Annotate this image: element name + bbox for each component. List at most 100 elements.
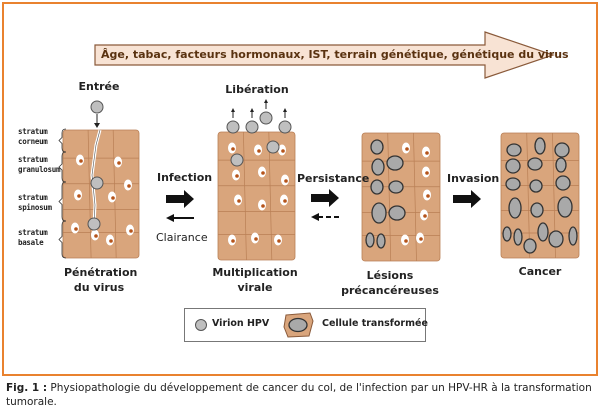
cell-border: [268, 131, 273, 261]
virion-icon: [90, 176, 104, 190]
stratum-spinosum-line1: stratum: [18, 193, 48, 202]
stage-lesions-label-2: précancéreuses: [341, 284, 439, 297]
legend-transformed-cell-label: Cellule transformée: [322, 318, 428, 329]
transformed-nucleus: [527, 157, 543, 171]
figure-caption: Fig. 1 : Physiopathologie du développeme…: [6, 381, 596, 409]
virion-icon: [195, 319, 207, 331]
cell-nucleus: [426, 194, 430, 198]
tissue-lesions: [361, 132, 441, 262]
clairance-arrow-head: [166, 214, 174, 222]
stratum-granulosum-line2: granulosum: [18, 165, 61, 174]
stratum-basale-line1: stratum: [18, 228, 48, 237]
stage-release-label: Libération: [225, 83, 289, 96]
release-arrowhead: [250, 108, 254, 112]
cell-border: [387, 132, 392, 262]
transformed-nucleus: [530, 202, 544, 218]
transformed-nucleus: [505, 158, 521, 174]
invasion-arrow: [453, 190, 481, 208]
figure-frame: [2, 2, 598, 376]
virion-icon: [230, 153, 244, 167]
transformed-nucleus: [555, 175, 571, 191]
virion-icon: [259, 111, 273, 125]
clairance-label: Clairance: [156, 231, 208, 244]
cell-nucleus: [94, 234, 98, 238]
cell-nucleus: [257, 149, 261, 153]
release-arrowhead: [283, 108, 287, 112]
cell-nucleus: [261, 171, 265, 175]
stratum-brace: [58, 181, 67, 222]
cell-nucleus: [425, 151, 429, 155]
cell-nucleus: [74, 227, 78, 231]
cell-nucleus: [423, 214, 427, 218]
cell-border: [526, 132, 531, 259]
penetration-path-outline: [91, 129, 101, 226]
caption-prefix: Fig. 1 :: [6, 382, 48, 394]
transformed-nucleus: [386, 155, 404, 171]
cell-nucleus: [117, 161, 121, 165]
infection-label: Infection: [157, 171, 213, 184]
virion-icon: [90, 100, 104, 114]
cell-nucleus: [284, 179, 288, 183]
stratum-spinosum-label: stratum spinosum: [18, 193, 52, 213]
cell-nucleus: [77, 194, 81, 198]
stage-penetration-label-1: Pénétration: [64, 266, 138, 279]
transformed-nucleus: [502, 226, 512, 242]
transformed-nucleus: [523, 238, 537, 254]
transformed-nucleus: [568, 226, 578, 246]
transformed-nucleus: [506, 143, 522, 157]
stage-entry-label: Entrée: [78, 80, 120, 93]
transformed-cell-icon: [283, 312, 314, 338]
cell-nucleus: [231, 147, 235, 151]
transformed-nucleus: [548, 230, 564, 248]
stratum-brace: [58, 220, 67, 259]
cell-nucleus: [281, 149, 285, 153]
persistance-back-arrow-head: [311, 213, 319, 221]
tissue-penetration: [62, 129, 140, 259]
transformed-nucleus: [370, 139, 384, 155]
cell-nucleus: [79, 159, 83, 163]
invasion-label: Invasion: [447, 172, 500, 185]
transformed-nucleus: [555, 157, 567, 173]
cell-nucleus: [405, 147, 409, 151]
virion-icon: [87, 217, 101, 231]
tissue-cancer: [500, 132, 580, 259]
cell-nucleus: [129, 229, 133, 233]
cell-nucleus: [425, 171, 429, 175]
transformed-nucleus: [388, 205, 406, 221]
stratum-corneum-line1: stratum: [18, 127, 48, 136]
persistance-arrow: [311, 189, 339, 207]
transformed-nucleus: [371, 202, 387, 224]
cell-nucleus: [127, 184, 131, 188]
tissue-multiplication: [217, 131, 296, 261]
stratum-corneum-line2: corneum: [18, 137, 48, 146]
stratum-spinosum-line2: spinosum: [18, 203, 52, 212]
stratum-corneum-label: stratum corneum: [18, 127, 48, 147]
stage-multiplication-label-1: Multiplication: [212, 266, 298, 279]
transformed-nucleus: [371, 158, 385, 176]
stratum-basale-label: stratum basale: [18, 228, 48, 248]
stage-lesions-label-1: Lésions: [366, 269, 414, 282]
transformed-nucleus: [513, 228, 523, 246]
transformed-nucleus: [505, 177, 521, 191]
stratum-granulosum-label: stratum granulosum: [18, 155, 60, 175]
cell-border: [87, 129, 92, 259]
stratum-brace: [58, 151, 67, 183]
transformed-nucleus: [365, 232, 375, 248]
transformed-nucleus: [376, 233, 386, 249]
cell-border: [413, 132, 417, 262]
cell-nucleus: [109, 239, 113, 243]
stratum-basale-line2: basale: [18, 238, 44, 247]
stage-cancer-label: Cancer: [518, 265, 562, 278]
transformed-nucleus: [388, 180, 404, 194]
virion-icon: [266, 140, 280, 154]
cell-nucleus: [235, 174, 239, 178]
stratum-brace: [58, 128, 67, 153]
cell-nucleus: [404, 239, 408, 243]
transformed-nucleus: [557, 196, 573, 218]
cell-nucleus: [261, 204, 265, 208]
legend: Virion HPV Cellule transformée: [184, 308, 428, 342]
release-arrowhead: [264, 99, 268, 103]
infection-arrow: [166, 190, 194, 208]
cell-nucleus: [237, 199, 241, 203]
stratum-granulosum-line1: stratum: [18, 155, 48, 164]
